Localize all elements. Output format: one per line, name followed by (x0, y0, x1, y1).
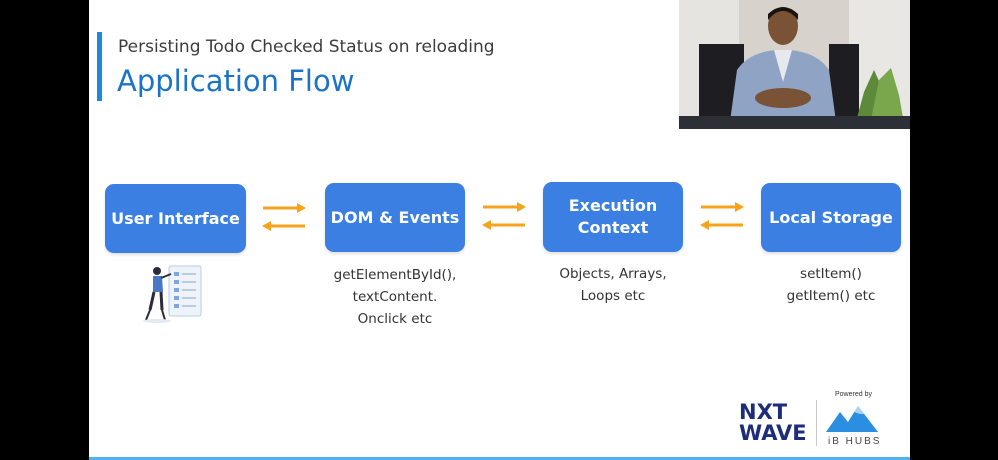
nxt-text: NXT (739, 400, 788, 424)
ib-hubs-mountain-logo (826, 406, 878, 432)
slide-subtitle: Persisting Todo Checked Status on reload… (118, 37, 495, 57)
user-interface-label: User Interface (111, 208, 240, 228)
logo-divider (816, 400, 817, 446)
title-accent-bar (97, 32, 102, 101)
arrow-right-icon (263, 203, 306, 213)
powered-by-text: Powered by (835, 391, 872, 398)
arrows-ui-dom (262, 203, 306, 231)
caption-line: Loops etc (580, 288, 646, 304)
caption-line: getItem() etc (786, 288, 876, 304)
local-storage-box: Local Storage (761, 183, 901, 252)
local-storage-caption: setItem() getItem() etc (761, 263, 901, 307)
person-at-board-illustration (143, 265, 202, 323)
caption-line: Onclick etc (357, 311, 433, 327)
arrow-left-icon (482, 220, 525, 230)
slide-bottom-line (89, 457, 910, 460)
execution-label-line1: Execution (568, 196, 658, 215)
arrow-right-icon (483, 202, 526, 212)
user-interface-box: User Interface (105, 184, 246, 253)
arrows-execution-storage (700, 202, 744, 230)
nxtwave-logo: NXT WAVE (739, 402, 807, 444)
execution-context-caption: Objects, Arrays, Loops etc (543, 263, 683, 307)
dom-events-label: DOM & Events (330, 207, 460, 227)
wave-text: WAVE (739, 421, 807, 445)
presenter-video (679, 0, 910, 129)
ib-hubs-text: iB HUBS (828, 436, 882, 447)
arrow-right-icon (701, 202, 744, 212)
slide-title: Application Flow (117, 64, 355, 98)
caption-line: textContent. (352, 289, 438, 305)
presenter-image (679, 0, 910, 129)
local-storage-label: Local Storage (769, 207, 893, 227)
dom-events-caption: getElementById(), textContent. Onclick e… (325, 264, 465, 330)
execution-label-line2: Context (577, 218, 649, 237)
caption-line: setItem() (800, 266, 862, 282)
caption-line: getElementById(), (333, 267, 457, 283)
caption-line: Objects, Arrays, (559, 266, 667, 282)
execution-context-box: Execution Context (543, 182, 683, 252)
dom-events-box: DOM & Events (325, 183, 465, 252)
arrow-left-icon (262, 221, 305, 231)
arrow-left-icon (700, 220, 743, 230)
arrows-dom-execution (482, 202, 526, 230)
